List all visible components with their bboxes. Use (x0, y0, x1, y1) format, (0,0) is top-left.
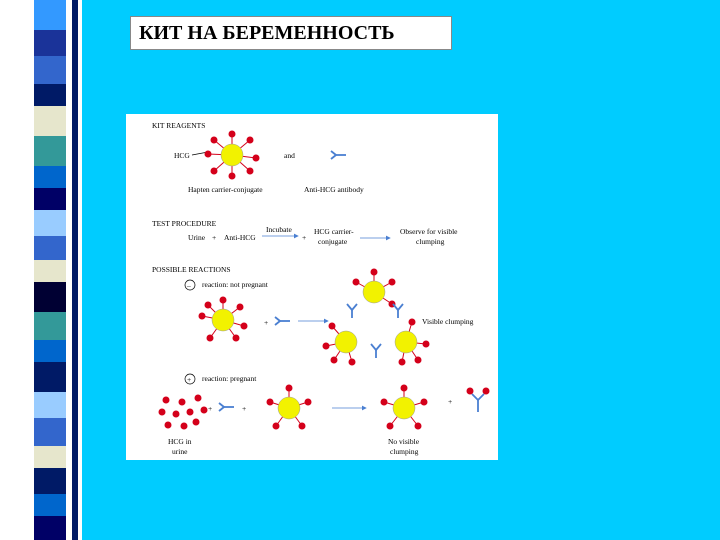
conjugate-negative (198, 296, 248, 342)
conjugate-text: conjugate (318, 237, 348, 246)
observe-text: Observe for visible (400, 227, 458, 236)
antibody-label: Anti-HCG antibody (304, 185, 364, 194)
pregnant-text: reaction: pregnant (202, 374, 257, 383)
title-box: КИТ НА БЕРЕМЕННОСТЬ (130, 16, 452, 50)
anti-hcg-antibody-icon (330, 150, 347, 160)
antibody-icon-neg (274, 316, 291, 326)
conjugate-label: Hapten carrier-conjugate (188, 185, 263, 194)
pregnancy-test-diagram: KIT REAGENTS HCG and Hapten carrier-conj… (126, 114, 498, 460)
plus-sign: + (187, 375, 191, 384)
antibody-bridge-2 (392, 303, 404, 319)
decorative-stripe (0, 0, 82, 540)
plus-1: + (212, 233, 216, 242)
kit-reagents-heading: KIT REAGENTS (152, 121, 205, 130)
plus-b: + (208, 404, 212, 413)
and-text: and (284, 151, 295, 160)
antibody-bridge-3 (370, 343, 382, 359)
clumping-text: clumping (416, 237, 445, 246)
minus-sign: – (186, 281, 191, 290)
anti-hcg-text: Anti-HCG (224, 233, 256, 242)
incubate-text: Incubate (266, 225, 292, 234)
visible-clumping-text: Visible clumping (422, 317, 474, 326)
plus-circle (184, 373, 196, 385)
urine-text: Urine (188, 233, 206, 242)
conjugate-positive (266, 384, 312, 430)
urine-text-2: urine (172, 447, 188, 456)
test-procedure-heading: TEST PROCEDURE (152, 219, 217, 228)
hcg-label: HCG (174, 151, 190, 160)
slide-title: КИТ НА БЕРЕМЕННОСТЬ (139, 22, 395, 44)
hcg-in-text: HCG in (168, 437, 192, 446)
antibody-hcg-complex (466, 387, 490, 412)
hcg-carrier-text: HCG carrier- (314, 227, 354, 236)
possible-reactions-heading: POSSIBLE REACTIONS (152, 265, 231, 274)
conjugate-result (380, 384, 428, 430)
plus-a: + (264, 318, 268, 327)
diagram-svg: KIT REAGENTS HCG and Hapten carrier-conj… (152, 121, 490, 456)
minus-circle (184, 279, 196, 291)
free-hcg-dots (158, 394, 208, 430)
plus-2: + (302, 233, 306, 242)
plus-c: + (242, 404, 246, 413)
clump-cluster (322, 268, 430, 366)
no-visible-text: No visible (388, 437, 420, 446)
hapten-carrier-conjugate (204, 130, 260, 180)
antibody-bridge-1 (346, 303, 358, 319)
plus-d: + (448, 397, 452, 406)
no-clumping-text: clumping (390, 447, 419, 456)
not-pregnant-text: reaction: not pregnant (202, 280, 269, 289)
antibody-icon-pos (218, 402, 235, 412)
